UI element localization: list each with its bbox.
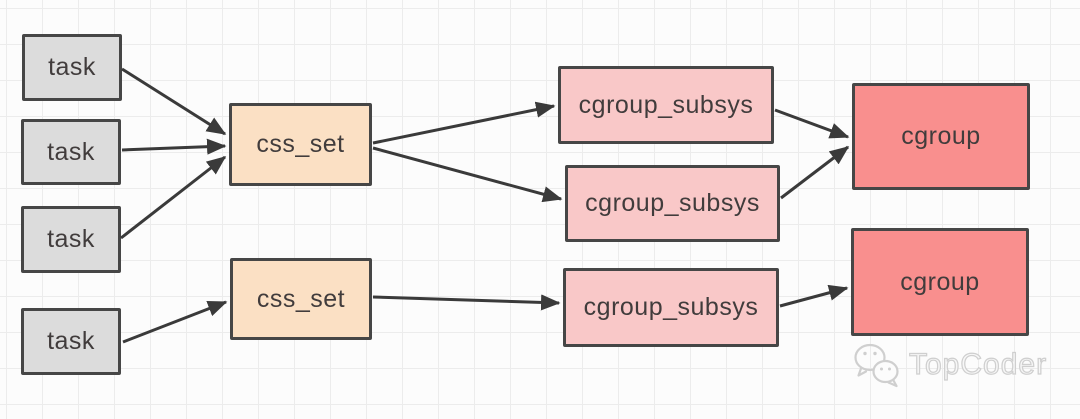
edge-task-3-to-css-set-1	[120, 155, 227, 240]
watermark: TopCoder	[852, 342, 1047, 388]
node-label: cgroup	[900, 267, 980, 296]
wechat-icon	[854, 343, 899, 388]
edge-task-1-to-css-set-1	[121, 67, 227, 136]
edge-cgroup-subsys-2-to-cgroup-1	[780, 145, 850, 200]
node-cgroup-subsys-2: cgroup_subsys	[565, 165, 780, 242]
node-task-4: task	[21, 308, 121, 375]
node-cgroup-2: cgroup	[851, 228, 1029, 336]
node-label: task	[47, 225, 95, 253]
node-task-2: task	[21, 119, 121, 185]
node-css-set-1: css_set	[229, 103, 372, 186]
edge-cgroup-subsys-1-to-cgroup-1	[774, 108, 850, 139]
node-label: cgroup_subsys	[583, 293, 759, 321]
edge-task-2-to-css-set-1	[121, 138, 227, 155]
node-task-1: task	[22, 34, 122, 101]
node-label: task	[47, 137, 95, 166]
edge-css-set-1-to-cgroup-subsys-1	[372, 101, 556, 145]
node-cgroup-1: cgroup	[852, 83, 1030, 190]
node-label: css_set	[256, 284, 346, 313]
node-label: task	[48, 53, 96, 81]
node-label: cgroup_subsys	[578, 90, 754, 119]
node-cgroup-subsys-1: cgroup_subsys	[558, 66, 774, 144]
node-label: cgroup_subsys	[585, 189, 760, 217]
node-label: task	[47, 327, 95, 355]
node-label: css_set	[256, 130, 345, 158]
node-label: cgroup	[901, 122, 981, 150]
node-cgroup-subsys-3: cgroup_subsys	[563, 268, 779, 347]
edge-css-set-2-to-cgroup-subsys-3	[372, 294, 561, 311]
edge-task-4-to-css-set-2	[122, 300, 228, 344]
node-css-set-2: css_set	[230, 258, 372, 340]
edge-css-set-1-to-cgroup-subsys-2	[372, 146, 563, 203]
watermark-text: TopCoder	[908, 347, 1048, 381]
node-task-3: task	[21, 206, 121, 273]
edge-cgroup-subsys-3-to-cgroup-2	[779, 284, 849, 308]
